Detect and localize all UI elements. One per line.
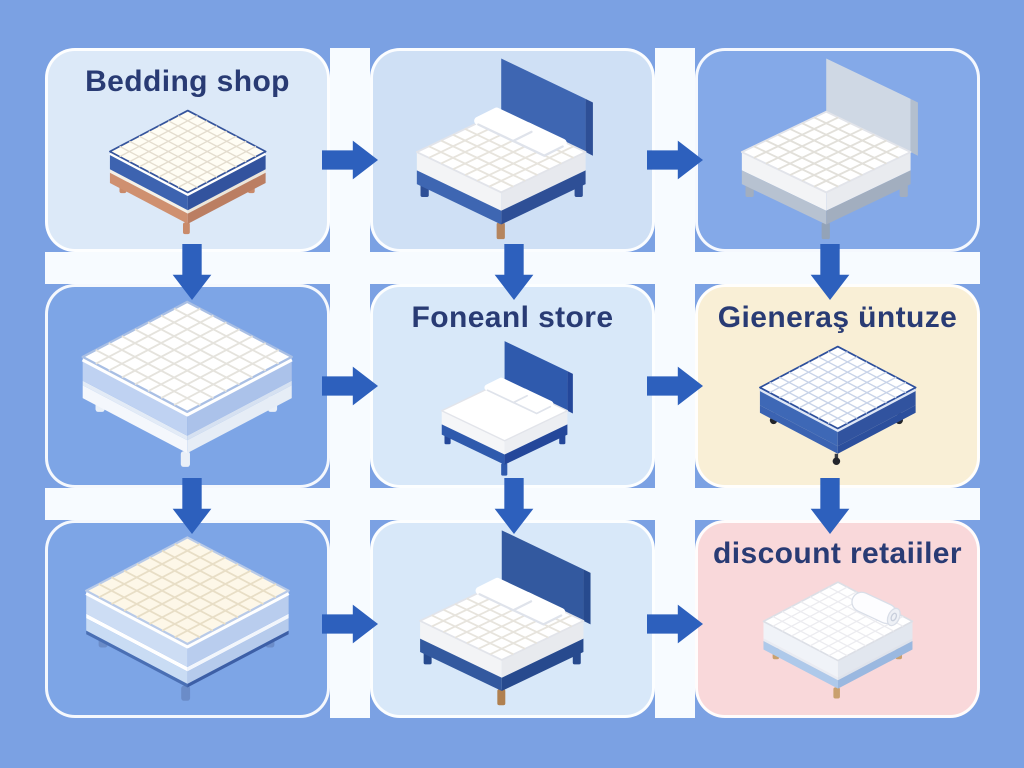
cell-foneanl-store: Foneanl store bbox=[370, 284, 655, 488]
cell-title: Bedding shop bbox=[85, 65, 290, 98]
mattress-illustration bbox=[698, 571, 977, 715]
cell-title: discount retaiiler bbox=[713, 537, 962, 570]
bed-illustration bbox=[373, 523, 652, 715]
cell-mattress-cream bbox=[45, 520, 330, 718]
cell-bed-gray bbox=[695, 48, 980, 252]
cell-bedding-shop: Bedding shop bbox=[45, 48, 330, 252]
cell-mattress-light-blue bbox=[45, 284, 330, 488]
cell-title: Gieneraş üntuze bbox=[717, 301, 958, 334]
mattress-illustration bbox=[48, 523, 327, 715]
cell-bed-blue-2 bbox=[370, 520, 655, 718]
bed-illustration bbox=[373, 335, 652, 485]
bed-illustration bbox=[373, 51, 652, 249]
cell-discount-retailer: discount retaiiler bbox=[695, 520, 980, 718]
mattress-illustration bbox=[48, 99, 327, 249]
cell-title: Foneanl store bbox=[411, 301, 614, 334]
cell-bed-dark-blue bbox=[370, 48, 655, 252]
mattress-illustration bbox=[698, 335, 977, 485]
bed-illustration bbox=[698, 51, 977, 249]
mattress-illustration bbox=[48, 287, 327, 485]
cell-gieneras-untuze: Gieneraş üntuze bbox=[695, 284, 980, 488]
